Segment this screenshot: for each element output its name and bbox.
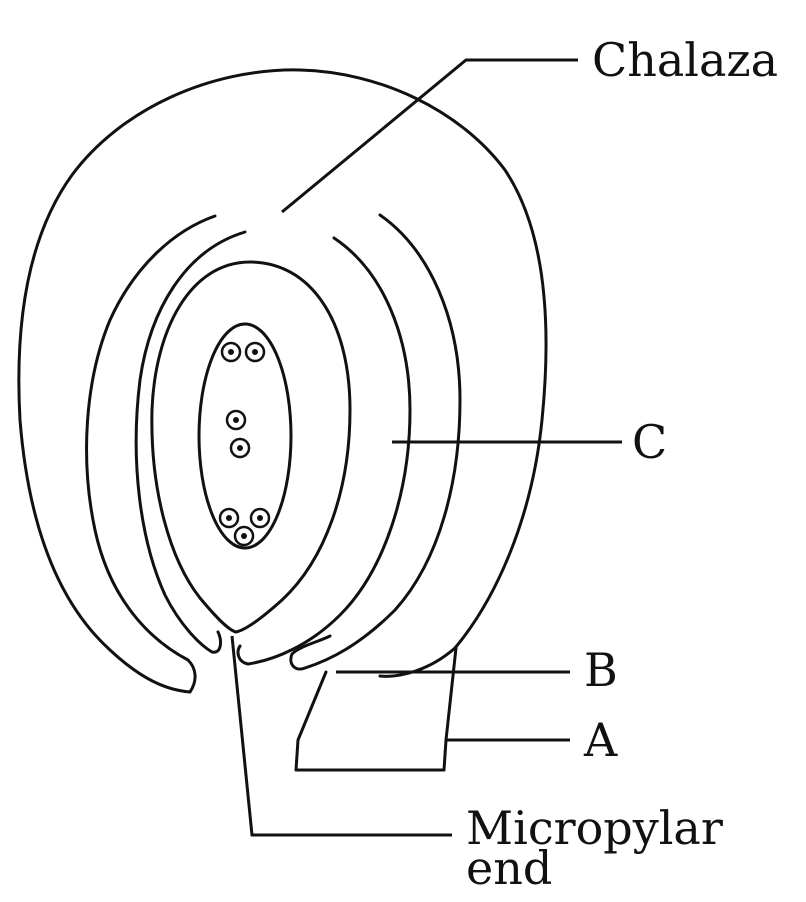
label-a: A bbox=[584, 718, 617, 762]
chalaza-leader-line bbox=[282, 60, 578, 212]
antipodal-cells bbox=[222, 343, 264, 361]
micropylar-leader-line bbox=[232, 636, 452, 835]
label-micropylar-end: Micropylar end bbox=[466, 808, 723, 888]
outer-integument-right bbox=[300, 70, 546, 676]
label-c: C bbox=[632, 420, 667, 464]
polar-nuclei bbox=[227, 411, 249, 457]
outer-integument-left bbox=[19, 70, 300, 692]
nucellus bbox=[152, 262, 350, 632]
embryo-sac bbox=[199, 324, 291, 548]
label-chalaza: Chalaza bbox=[592, 38, 778, 82]
funiculus bbox=[296, 648, 456, 770]
label-b: B bbox=[584, 648, 618, 692]
